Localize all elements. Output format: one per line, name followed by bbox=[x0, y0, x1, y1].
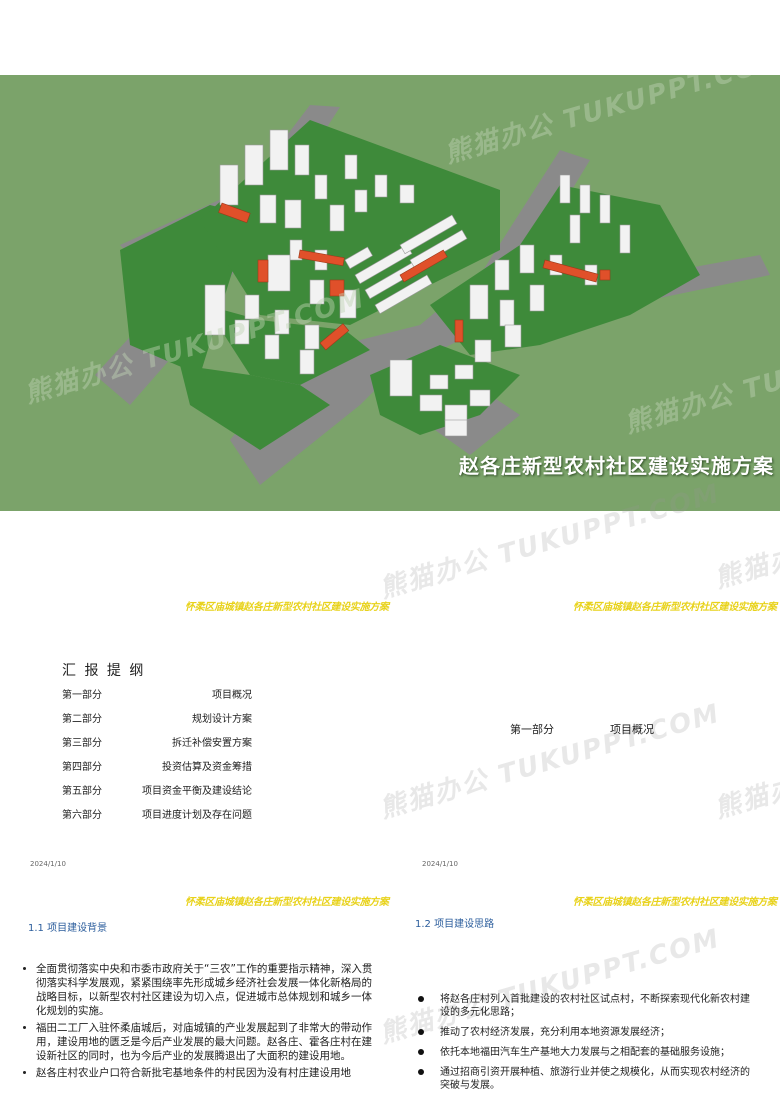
bullet-dot-icon bbox=[418, 1069, 424, 1075]
outline-title: 项目概况 bbox=[212, 690, 252, 701]
site-plan-illustration bbox=[95, 105, 770, 485]
bullet-text: 推动了农村经济发展，充分利用本地资源发展经济； bbox=[440, 1027, 670, 1038]
outline-part: 第二部分 bbox=[62, 714, 102, 725]
slide-header: 怀柔区庙城镇赵各庄新型农村社区建设实施方案 bbox=[573, 897, 777, 908]
outline-title: 项目进度计划及存在问题 bbox=[142, 810, 252, 821]
outline-row: 第三部分 拆迁补偿安置方案 bbox=[62, 734, 252, 749]
background-bullets: 全面贯彻落实中央和市委市政府关于“三农”工作的重要指示精神，深入贯彻落实科学发展… bbox=[18, 962, 376, 1083]
bullet-item: 依托本地福田汽车生产基地大力发展与之相配套的基础服务设施； bbox=[416, 1046, 756, 1059]
outline-part: 第五部分 bbox=[62, 786, 102, 797]
outline-part: 第一部分 bbox=[62, 690, 102, 701]
bullet-dot-icon bbox=[418, 1029, 424, 1035]
outline-row: 第六部分 项目进度计划及存在问题 bbox=[62, 806, 252, 821]
outline-title: 投资估算及资金筹措 bbox=[162, 762, 252, 773]
outline-title: 规划设计方案 bbox=[192, 714, 252, 725]
bullet-item: 通过招商引资开展种植、旅游行业并使之规模化，从而实现农村经济的突破与发展。 bbox=[416, 1066, 756, 1092]
outline-row: 第一部分 项目概况 bbox=[62, 686, 252, 701]
watermark: 熊猫办公 TUKUPPT.COM bbox=[376, 698, 724, 825]
outline-row: 第二部分 规划设计方案 bbox=[62, 710, 252, 725]
outline-part: 第六部分 bbox=[62, 810, 102, 821]
bullet-item: 赵各庄村农业户口符合新批宅基地条件的村民因为没有村庄建设用地 bbox=[36, 1066, 376, 1080]
slide-date: 2024/1/10 bbox=[422, 860, 458, 868]
bullet-item: 福田二工厂入驻怀柔庙城后，对庙城镇的产业发展起到了非常大的带动作用，建设用地的匮… bbox=[36, 1021, 376, 1063]
bullet-item: 将赵各庄村列入首批建设的农村社区试点村，不断探索现代化新农村建设的多元化思路； bbox=[416, 993, 756, 1019]
slide-header: 怀柔区庙城镇赵各庄新型农村社区建设实施方案 bbox=[573, 602, 777, 613]
bullet-text: 将赵各庄村列入首批建设的农村社区试点村，不断探索现代化新农村建设的多元化思路； bbox=[440, 994, 750, 1018]
watermark: 熊猫办公 TUKUPPT.COM bbox=[711, 699, 780, 825]
outline-title: 拆迁补偿安置方案 bbox=[172, 738, 252, 749]
hero-banner: 熊猫办公 TUKUPPT.COM 熊猫办公 TUKUPPT.COM 熊猫办公 T… bbox=[0, 75, 780, 511]
part-label: 第一部分 bbox=[510, 723, 554, 736]
hero-title: 赵各庄新型农村社区建设实施方案 bbox=[459, 454, 774, 478]
bullet-item: 全面贯彻落实中央和市委市政府关于“三农”工作的重要指示精神，深入贯彻落实科学发展… bbox=[36, 962, 376, 1018]
outline-part: 第四部分 bbox=[62, 762, 102, 773]
bullet-dot-icon bbox=[418, 996, 424, 1002]
outline-title: 项目资金平衡及建设结论 bbox=[142, 786, 252, 797]
section-heading: 1.1 项目建设背景 bbox=[28, 923, 108, 934]
bullet-text: 通过招商引资开展种植、旅游行业并使之规模化，从而实现农村经济的突破与发展。 bbox=[440, 1067, 750, 1091]
slide-header: 怀柔区庙城镇赵各庄新型农村社区建设实施方案 bbox=[185, 897, 389, 908]
part-title: 项目概况 bbox=[610, 723, 654, 736]
bullet-dot-icon bbox=[418, 1049, 424, 1055]
outline-row: 第五部分 项目资金平衡及建设结论 bbox=[62, 782, 252, 797]
slide-header: 怀柔区庙城镇赵各庄新型农村社区建设实施方案 bbox=[185, 602, 389, 613]
outline-heading: 汇 报 提 纲 bbox=[62, 663, 146, 679]
approach-bullets: 将赵各庄村列入首批建设的农村社区试点村，不断探索现代化新农村建设的多元化思路； … bbox=[416, 993, 756, 1099]
slide-date: 2024/1/10 bbox=[30, 860, 66, 868]
outline-row: 第四部分 投资估算及资金筹措 bbox=[62, 758, 252, 773]
outline-part: 第三部分 bbox=[62, 738, 102, 749]
bullet-item: 推动了农村经济发展，充分利用本地资源发展经济； bbox=[416, 1026, 756, 1039]
section-heading: 1.2 项目建设思路 bbox=[415, 919, 495, 930]
bullet-text: 依托本地福田汽车生产基地大力发展与之相配套的基础服务设施； bbox=[440, 1047, 730, 1058]
